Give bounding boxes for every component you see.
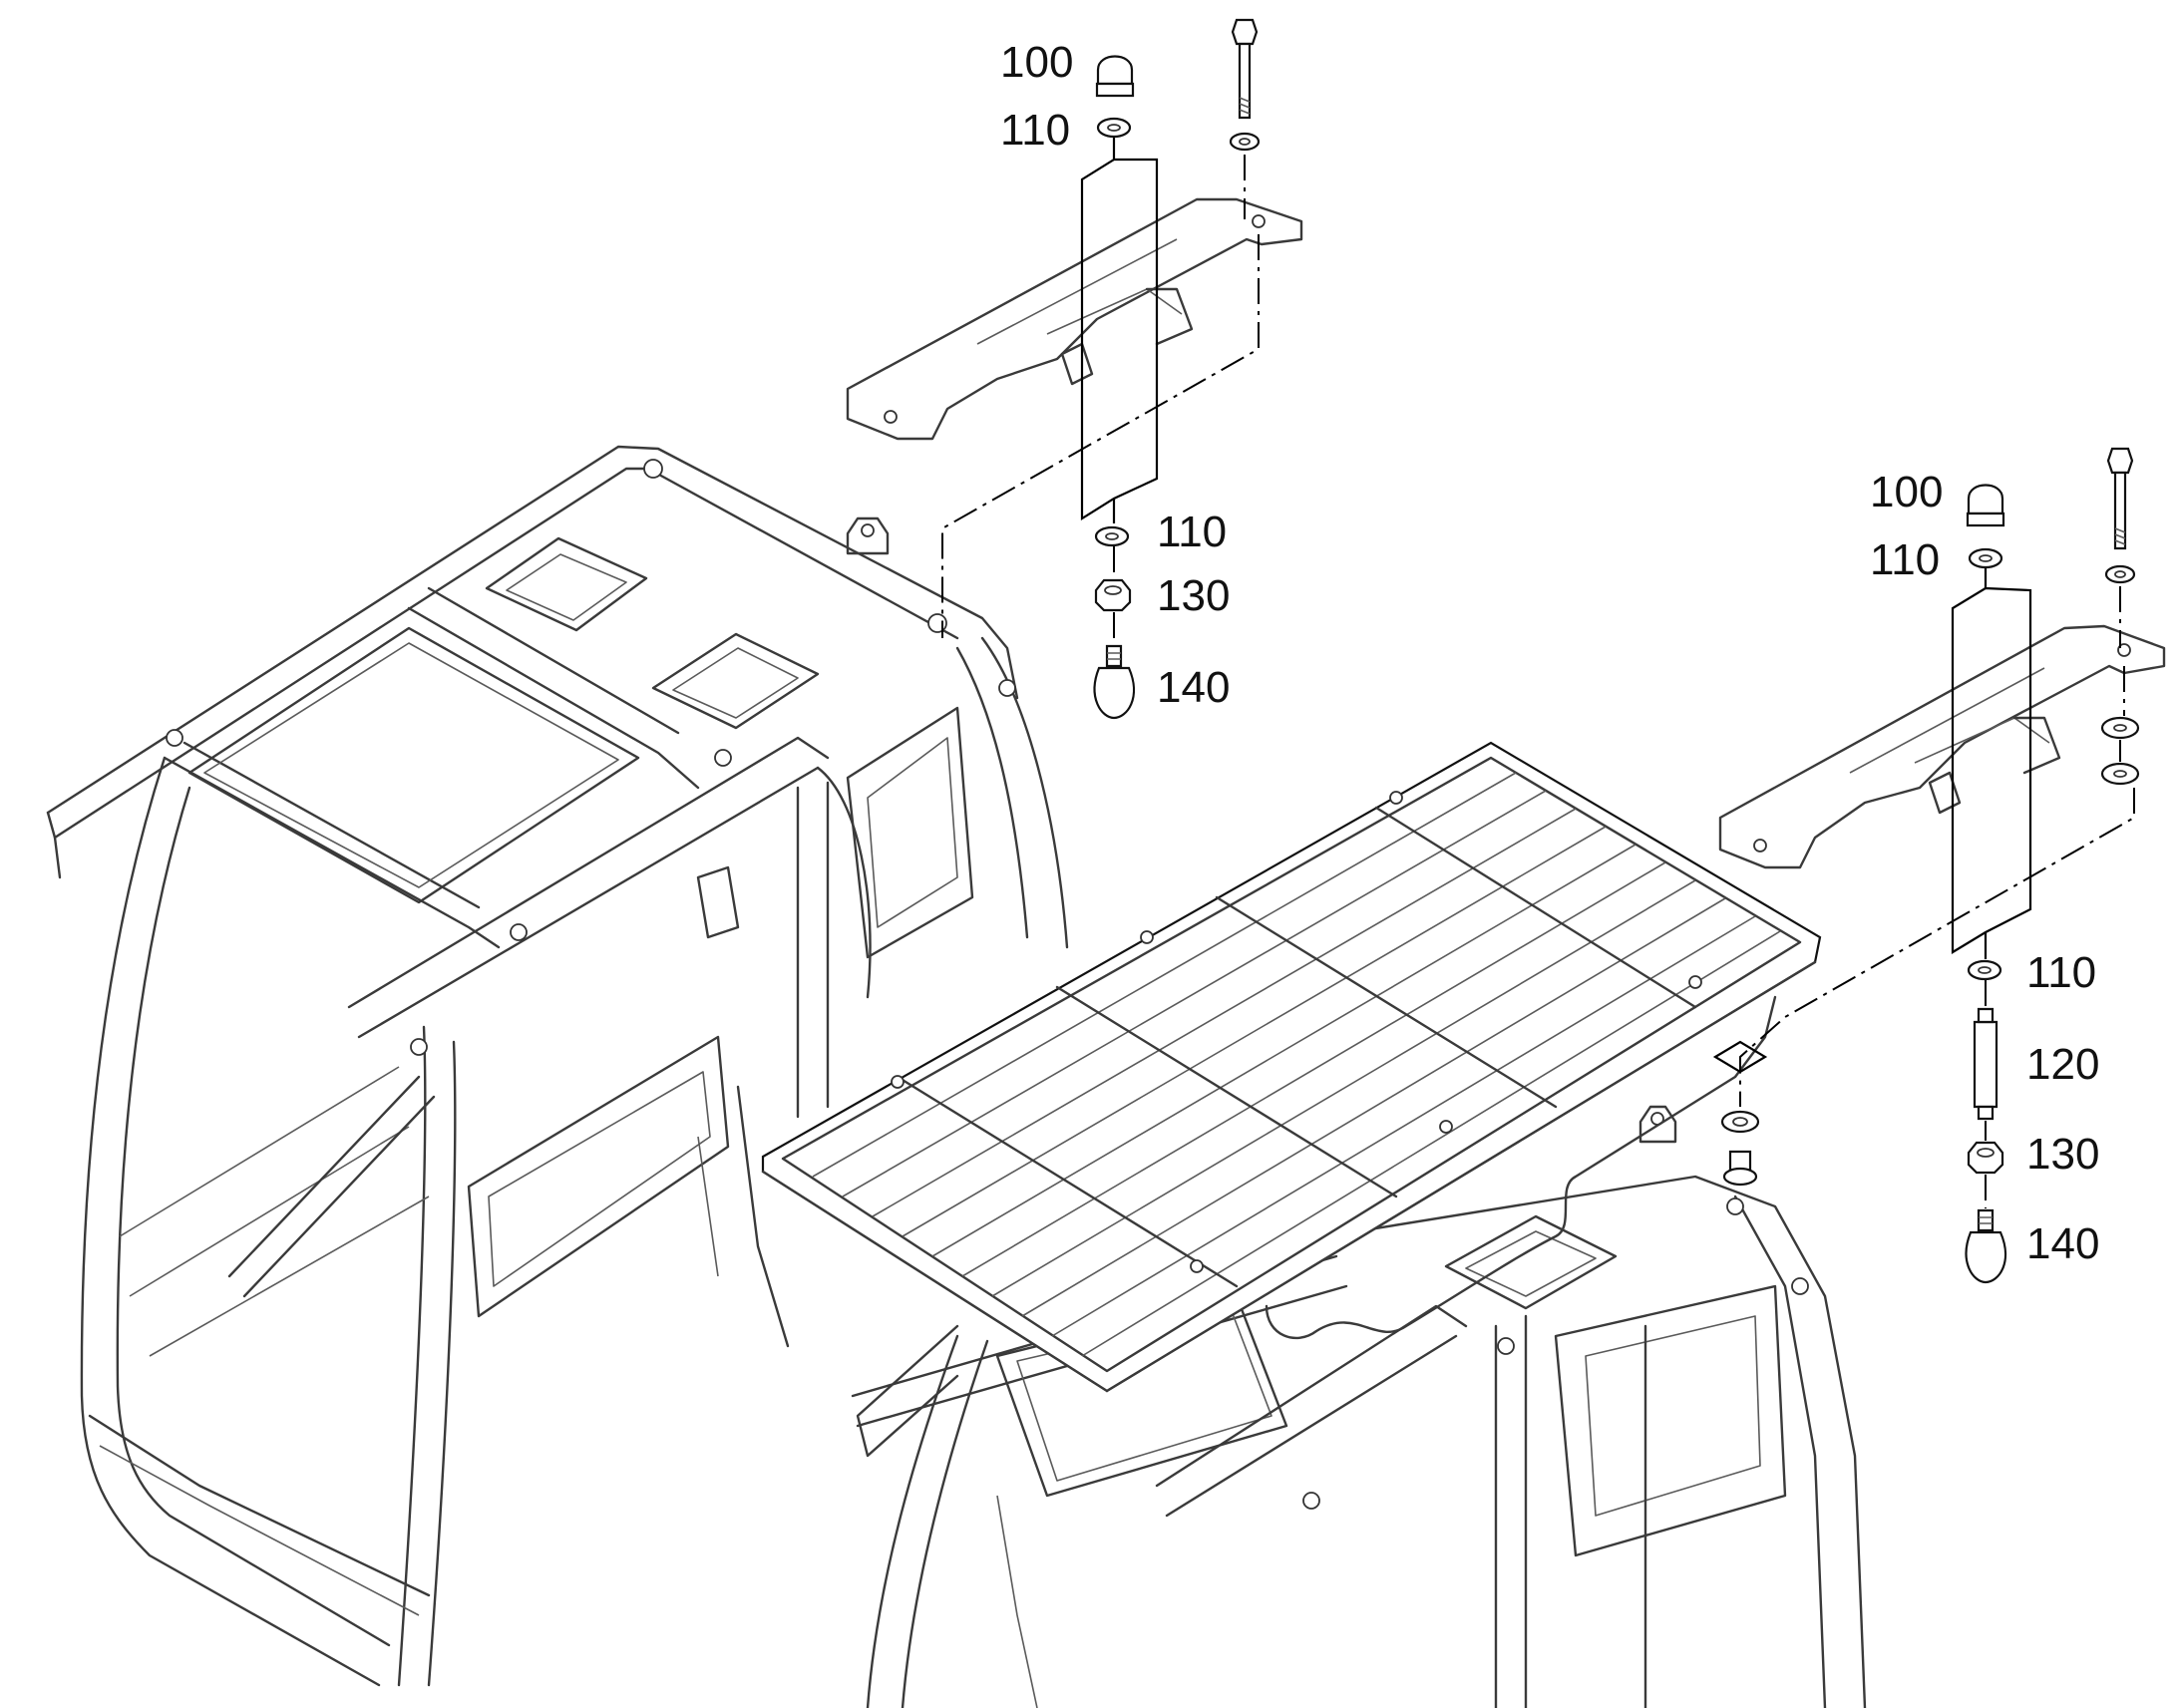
cab-frame-left	[46, 445, 1069, 1687]
callout-130-right: 130	[2026, 1130, 2099, 1179]
assembly-leader-lines	[941, 138, 2135, 1208]
callout-110-left-bottom: 110	[1157, 508, 1227, 556]
callout-110-left-top: 110	[1000, 106, 1070, 155]
mounting-bracket-left	[846, 197, 1303, 441]
callouts-left: 100 110 110 130 140	[1000, 38, 1230, 712]
roof-guard-grate	[761, 741, 1822, 1393]
callout-140-right: 140	[2026, 1219, 2099, 1268]
mounting-bracket-right	[1718, 624, 2166, 869]
callout-100-right: 100	[1870, 468, 1943, 516]
callout-110-right-bottom: 110	[2026, 948, 2096, 997]
hardware-stack-right	[1720, 447, 2140, 1284]
callout-140-left: 140	[1157, 663, 1230, 712]
callout-130-left: 130	[1157, 571, 1230, 620]
callout-120-right: 120	[2026, 1040, 2099, 1089]
callout-110-right-top: 110	[1870, 535, 1940, 584]
cab-frame-right	[851, 1105, 1867, 1708]
callouts-right: 100 110 110 120 130 140	[1870, 468, 2099, 1268]
callout-100-left: 100	[1000, 38, 1073, 87]
hardware-stack-left	[1093, 18, 1261, 720]
